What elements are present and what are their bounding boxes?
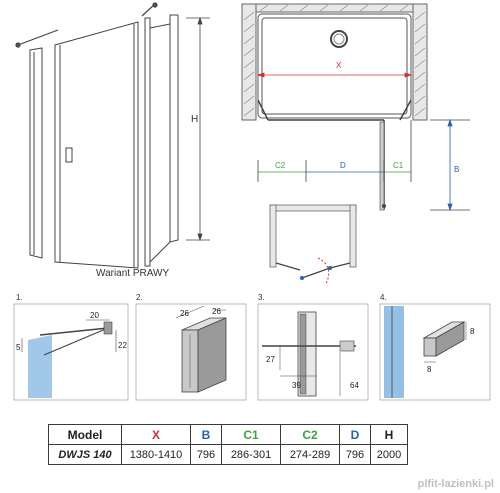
detail-3-dim-c: 64 <box>350 381 359 390</box>
left-fixed-panel <box>29 47 43 259</box>
header-d: D <box>339 424 371 445</box>
detail-3-dim-b: 39 <box>292 381 301 390</box>
x-dimension <box>256 72 413 78</box>
detail-4-dim-a: 8 <box>470 327 475 336</box>
detail-2-dim-a: 26 <box>180 309 189 318</box>
cell-b: 796 <box>190 444 222 465</box>
d-label: D <box>340 161 346 170</box>
detail-2-number: 2. <box>136 293 143 302</box>
b-label: B <box>454 165 459 174</box>
spec-table-header-row: Model X B C1 C2 D H <box>48 424 408 445</box>
header-b: B <box>190 424 222 445</box>
plan-enclosure <box>257 99 412 210</box>
detail-4-glass-seal <box>379 303 491 401</box>
detail-1-dim-a: 20 <box>90 311 99 320</box>
header-c1: C1 <box>221 424 281 445</box>
cell-model: DWJS 140 <box>48 444 122 465</box>
variant-label: Wariant PRAWY <box>96 268 169 279</box>
detail-3-door-seal <box>257 303 369 401</box>
detail-4-number: 4. <box>380 293 387 302</box>
small-swing-diagram <box>269 204 357 285</box>
right-side-panel <box>144 14 179 267</box>
table-row: DWJS 140 1380-1410 796 286-301 274-289 7… <box>48 444 408 465</box>
cell-h: 2000 <box>370 444 408 465</box>
drain-icon <box>330 30 348 48</box>
door-handle <box>65 147 73 163</box>
b-dimension <box>430 118 470 212</box>
detail-1-wall-bracket <box>13 303 129 401</box>
detail-4-dim-b: 8 <box>427 365 432 374</box>
detail-1-dim-b: 5 <box>16 343 21 352</box>
c2-label: C2 <box>275 161 286 170</box>
header-h: H <box>370 424 408 445</box>
detail-3-number: 3. <box>258 293 265 302</box>
header-model: Model <box>48 424 122 445</box>
header-x: X <box>121 424 191 445</box>
c1-label: C1 <box>393 161 404 170</box>
height-label: H <box>191 114 198 125</box>
detail-3-dim-a: 27 <box>266 355 275 364</box>
detail-2-profile <box>135 303 247 401</box>
detail-1-number: 1. <box>16 293 23 302</box>
plan-walls <box>241 3 428 121</box>
header-c2: C2 <box>280 424 340 445</box>
door-panel <box>54 21 139 269</box>
cell-c1: 286-301 <box>221 444 281 465</box>
cell-c2: 274-289 <box>280 444 340 465</box>
stabilizer-bars <box>15 2 158 48</box>
cell-d: 796 <box>339 444 371 465</box>
detail-2-dim-b: 26 <box>212 307 221 316</box>
shower-tray <box>257 13 412 119</box>
x-label: X <box>336 61 342 70</box>
height-dimension <box>186 16 210 242</box>
detail-1-dim-c: 22 <box>118 341 127 350</box>
plan-bottom-dims <box>257 120 412 182</box>
watermark: plfit-lazienki.pl <box>417 478 494 490</box>
cell-x: 1380-1410 <box>121 444 191 465</box>
spec-table: Model X B C1 C2 D H DWJS 140 1380-1410 7… <box>48 424 408 465</box>
plan-door-swing <box>379 121 386 211</box>
